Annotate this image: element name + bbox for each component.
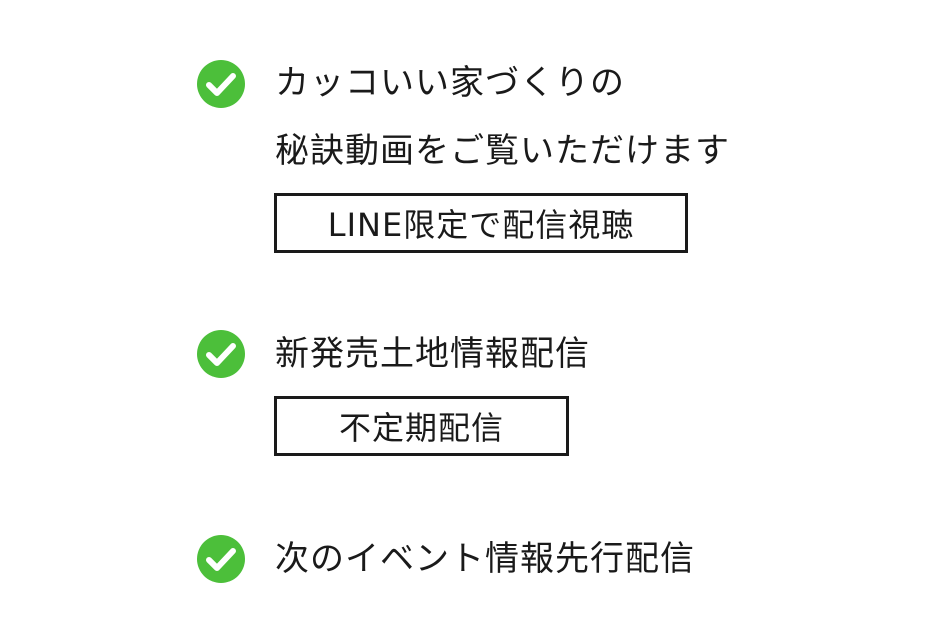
check-circle-icon — [196, 59, 246, 109]
feature-text-line: 次のイベント情報先行配信 — [275, 539, 695, 579]
check-circle-icon — [196, 534, 246, 584]
feature-text-line: 新発売土地情報配信 — [275, 334, 590, 374]
irregular-delivery-tag: 不定期配信 — [274, 396, 569, 456]
check-circle-icon — [196, 329, 246, 379]
feature-text-line: カッコいい家づくりの — [275, 63, 625, 103]
feature-text-line: 秘訣動画をご覧いただけます — [275, 131, 730, 171]
line-exclusive-tag: LINE限定で配信視聴 — [274, 193, 688, 253]
